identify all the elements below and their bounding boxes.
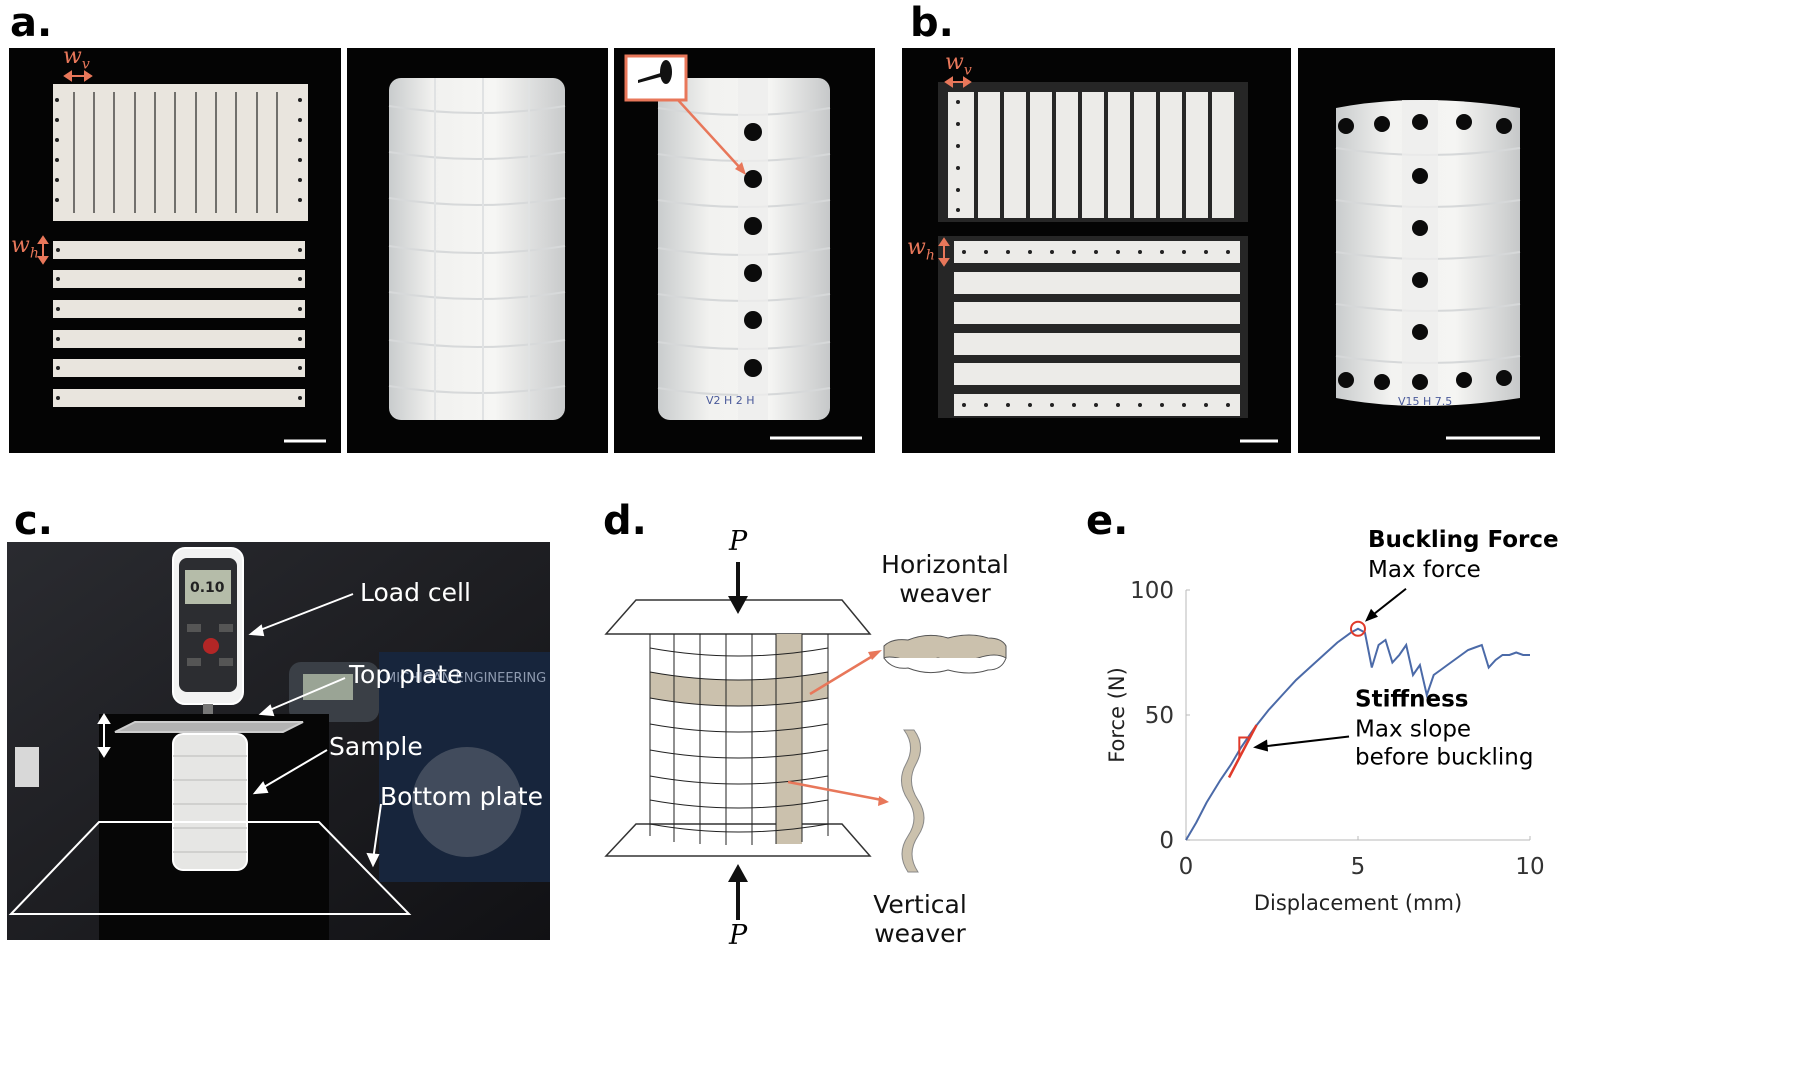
flat-pattern-drawing-b — [938, 76, 1278, 443]
label-load-cell: Load cell — [360, 578, 471, 607]
stiffness-arrowhead — [1253, 739, 1269, 752]
photo-a-flat-pattern — [9, 48, 341, 453]
seal-background — [412, 747, 522, 857]
label-wh-a: wh — [11, 233, 39, 262]
label-wv-b: wv — [945, 50, 972, 79]
max-force-marker — [1350, 620, 1366, 637]
label-bottom-plate: Bottom plate — [380, 782, 543, 811]
label-sample: Sample — [329, 732, 423, 761]
stiffness-tangent — [1227, 724, 1258, 779]
rivet-icon — [638, 60, 672, 84]
photo-a-riveted-cylinder: V2 H 2 H — [614, 48, 875, 453]
stiffness-title: Stiffness — [1355, 687, 1468, 713]
sample-tag-a: V2 H 2 H — [706, 394, 755, 407]
stiffness-text: before buckling — [1355, 745, 1533, 771]
woven-cylinder-drawing-a — [388, 78, 566, 420]
slope-triangle — [1238, 736, 1250, 758]
chart-axes — [1185, 590, 1530, 841]
photo-a-woven-cylinder — [347, 48, 608, 453]
y-tick-label: 50 — [1145, 703, 1174, 729]
photo-b-flat-pattern — [902, 48, 1291, 453]
panel-letter-e: e. — [1086, 498, 1129, 544]
flat-pattern-drawing-a — [37, 70, 326, 443]
sample-tag-b: V15 H 7.5 — [1398, 395, 1452, 408]
y-tick-label: 100 — [1130, 578, 1174, 604]
label-top-plate: Top plate — [349, 660, 463, 689]
label-load-top: P — [729, 526, 748, 557]
label-wv-a: wv — [63, 44, 90, 73]
x-tick-label: 5 — [1351, 854, 1366, 880]
series-line — [1185, 627, 1530, 841]
label-horizontal-weaver: Horizontal weaver — [881, 550, 1009, 608]
label-wh-b: wh — [907, 235, 935, 264]
panel-letter-a: a. — [10, 0, 53, 46]
y-tick-label: 0 — [1159, 828, 1174, 854]
diagram-weave-cylinder — [604, 562, 1007, 920]
stiffness-text: Max slope — [1355, 717, 1471, 743]
vertical-weaver-drawing — [901, 729, 925, 873]
horizontal-weaver-drawing — [883, 634, 1007, 674]
x-axis-label: Displacement (mm) — [1254, 891, 1462, 915]
label-load-bottom: P — [729, 920, 748, 951]
panel-letter-b: b. — [910, 0, 954, 46]
background-sign: MICHIGAN ENGINEERING — [385, 671, 546, 686]
buckling-force-title: Buckling Force — [1368, 527, 1559, 553]
gauge-readout: 0.10 — [190, 580, 225, 596]
x-tick-label: 0 — [1179, 854, 1194, 880]
photo-b-riveted-cylinder: V15 H 7.5 — [1298, 48, 1555, 453]
panel-letter-d: d. — [603, 498, 647, 544]
test-setup-drawing: MICHIGAN ENGINEERING 0.10 — [7, 542, 550, 940]
x-tick-label: 10 — [1515, 854, 1544, 880]
riveted-cylinder-drawing-b: V15 H 7.5 — [1335, 100, 1540, 440]
photo-c-test-setup: MICHIGAN ENGINEERING 0.10 — [7, 542, 550, 940]
riveted-cylinder-drawing-a: V2 H 2 H — [624, 54, 862, 440]
y-axis-label: Force (N) — [1105, 667, 1129, 763]
stiffness-leader — [1262, 735, 1350, 748]
buckling-force-text: Max force — [1368, 557, 1481, 583]
panel-letter-c: c. — [14, 498, 53, 544]
label-vertical-weaver: Vertical weaver — [873, 890, 967, 948]
buckling-arrowhead — [1365, 608, 1378, 622]
